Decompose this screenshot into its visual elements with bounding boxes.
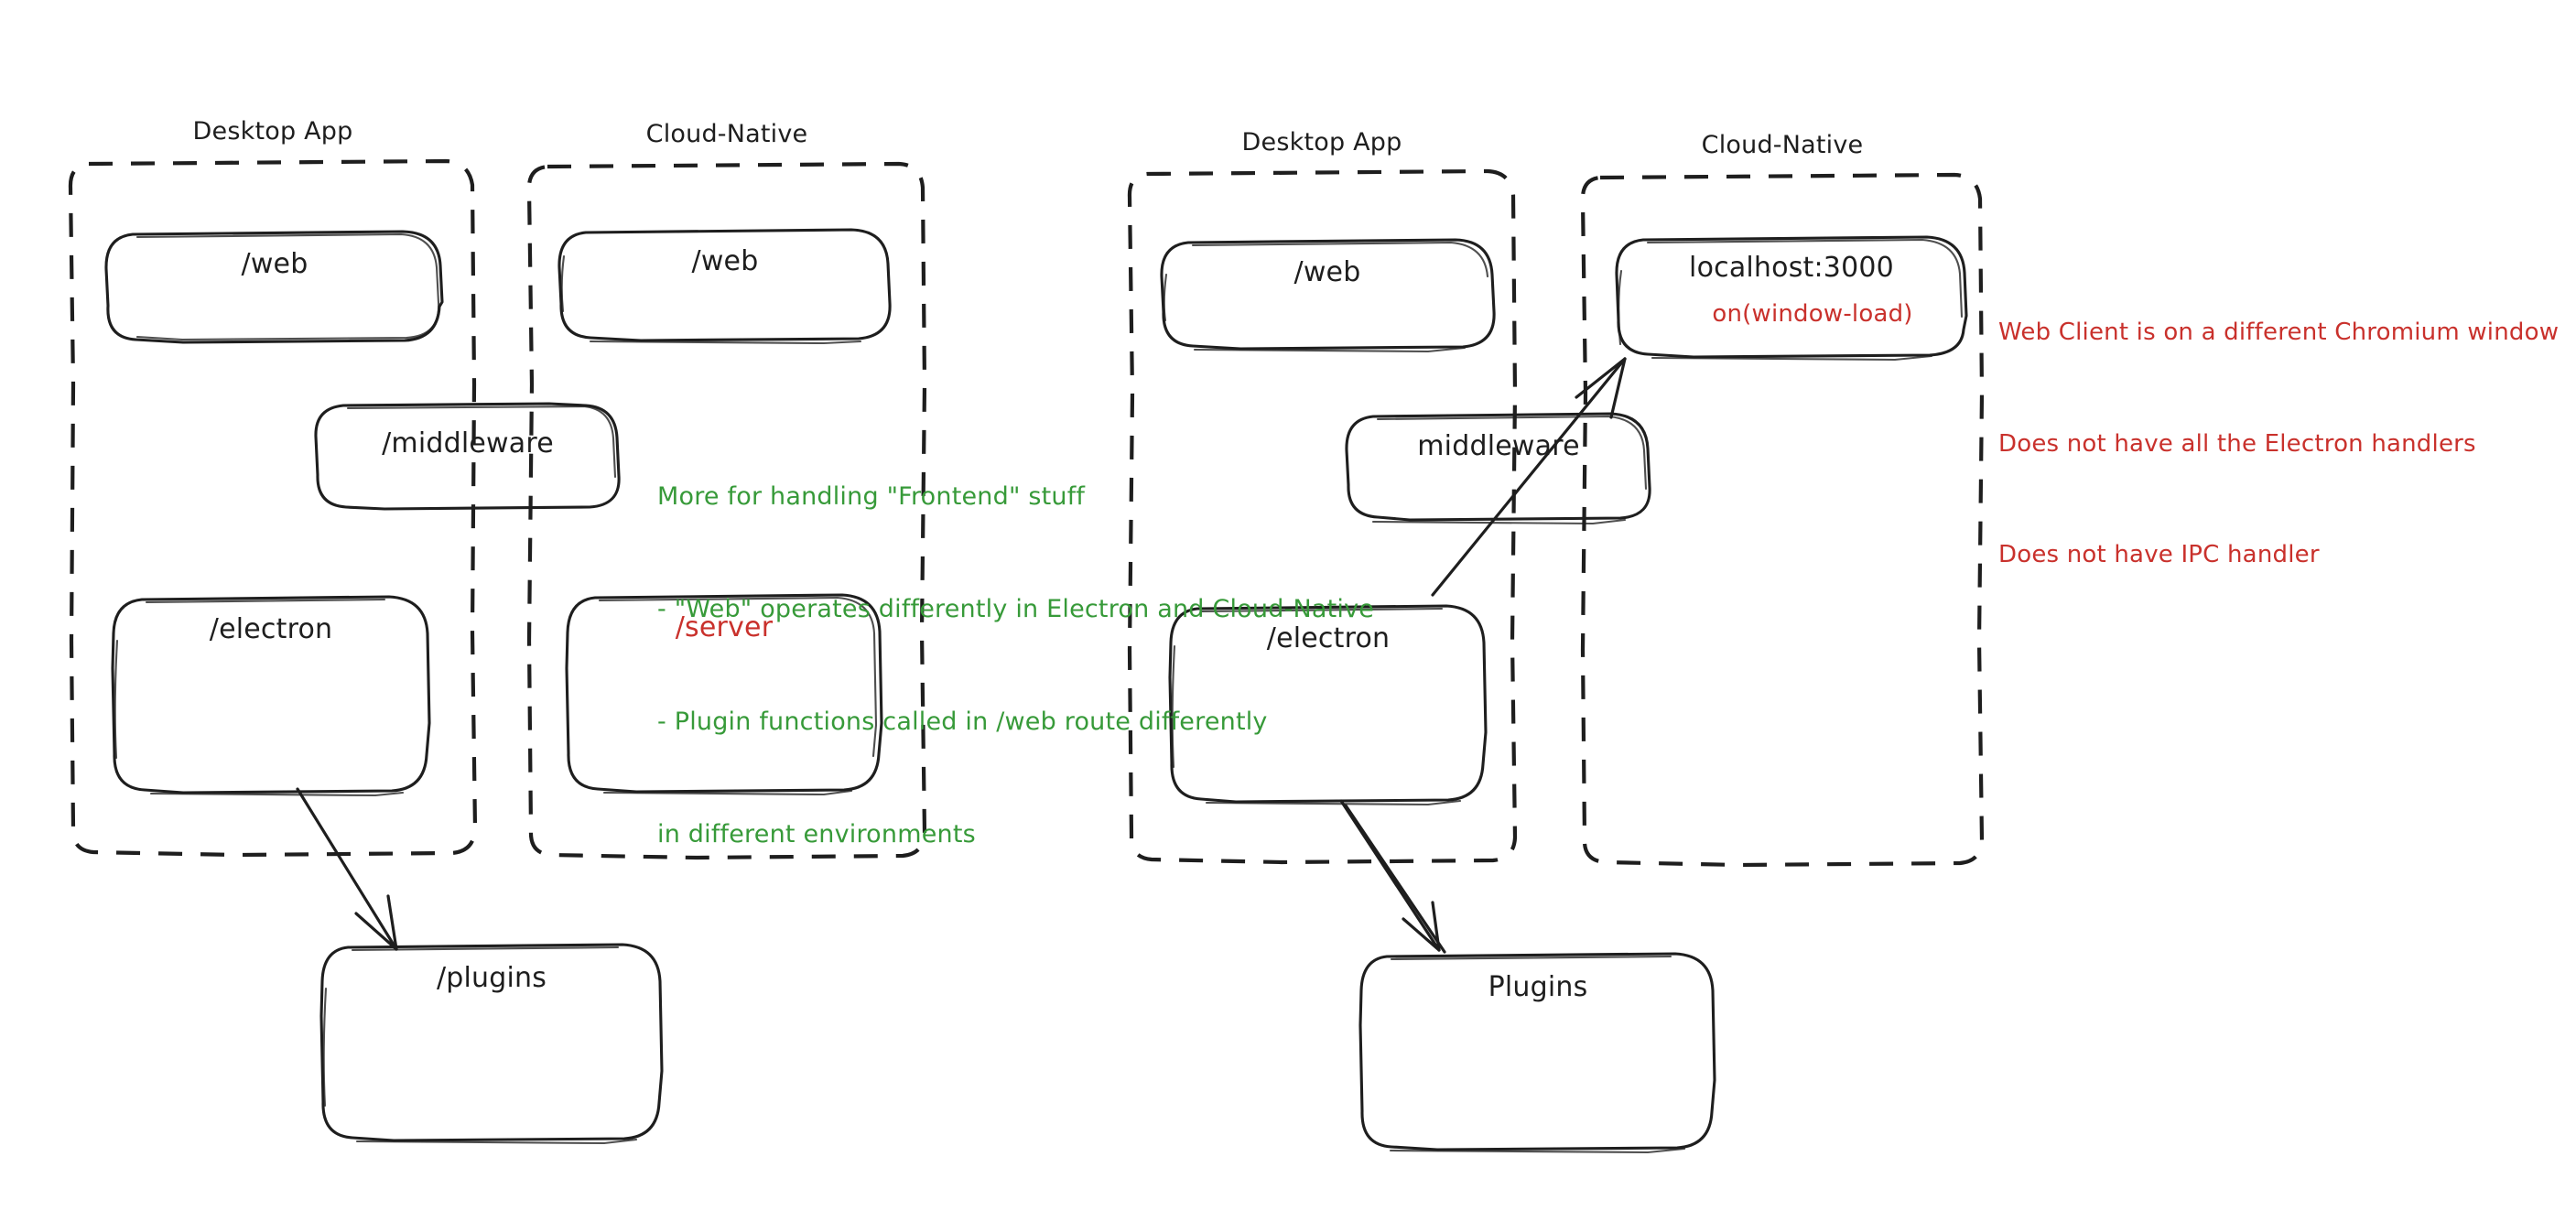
node-border-left-cloud-web [557, 228, 892, 345]
note-green: More for handling "Frontend" stuff - "We… [657, 403, 1380, 928]
node-label-left-cloud-web: /web [691, 245, 759, 277]
note-red-line-1: Web Client is on a different Chromium wi… [1998, 319, 2560, 347]
node-border-left-server [565, 593, 883, 796]
node-border-right-plugins [1358, 952, 1716, 1154]
node-label-left-plugins: /plugins [436, 962, 547, 994]
node-label-left-server: /server [675, 611, 774, 643]
note-green-line-1: More for handling "Frontend" stuff [657, 482, 1086, 512]
node-label-left-desktop-web: /web [241, 248, 308, 280]
node-sublabel-right-localhost: on(window-load) [1712, 300, 1913, 328]
node-border-right-electron [1168, 604, 1488, 806]
group-border-right-desktop-app [1127, 168, 1518, 865]
node-border-left-electron [111, 595, 431, 797]
note-red-line-2: Does not have all the Electron handlers [1998, 429, 2476, 458]
group-border-right-cloud-native [1580, 172, 1985, 868]
node-label-right-plugins: Plugins [1488, 971, 1588, 1003]
group-border-left-desktop-app [68, 158, 478, 858]
node-label-right-localhost: localhost:3000 [1689, 252, 1894, 284]
node-label-left-middleware: /middleware [382, 427, 554, 459]
arrow-left-electron-to-plugins [296, 787, 398, 951]
node-border-right-middleware [1345, 412, 1651, 525]
node-border-left-middleware [314, 402, 621, 511]
group-title-right-desktop-app: Desktop App [1241, 128, 1402, 157]
note-green-line-3: - Plugin functions called in /web route … [657, 708, 1268, 737]
arrow-right-electron-to-plugins [1339, 799, 1446, 954]
group-title-right-cloud-native: Cloud-Native [1701, 131, 1864, 159]
arrow-right-electron-to-localhost [1431, 357, 1627, 597]
group-title-left-desktop-app: Desktop App [192, 117, 353, 146]
node-border-right-localhost [1615, 235, 1968, 362]
note-green-line-2: - "Web" operates differently in Electron… [657, 595, 1375, 624]
node-label-right-middleware: middleware [1417, 430, 1580, 462]
note-green-line-4: in different environments [657, 820, 976, 849]
note-red-line-3: Does not have IPC handler [1998, 541, 2320, 569]
node-label-right-desktop-web: /web [1293, 256, 1361, 288]
node-border-right-desktop-web [1160, 238, 1496, 353]
note-red: Web Client is on a different Chromium wi… [1998, 240, 2560, 648]
group-title-left-cloud-native: Cloud-Native [645, 120, 808, 148]
node-label-left-electron: /electron [209, 613, 333, 645]
node-border-left-desktop-web [104, 230, 444, 344]
node-label-right-electron: /electron [1266, 622, 1391, 654]
group-border-left-cloud-native [526, 161, 927, 860]
